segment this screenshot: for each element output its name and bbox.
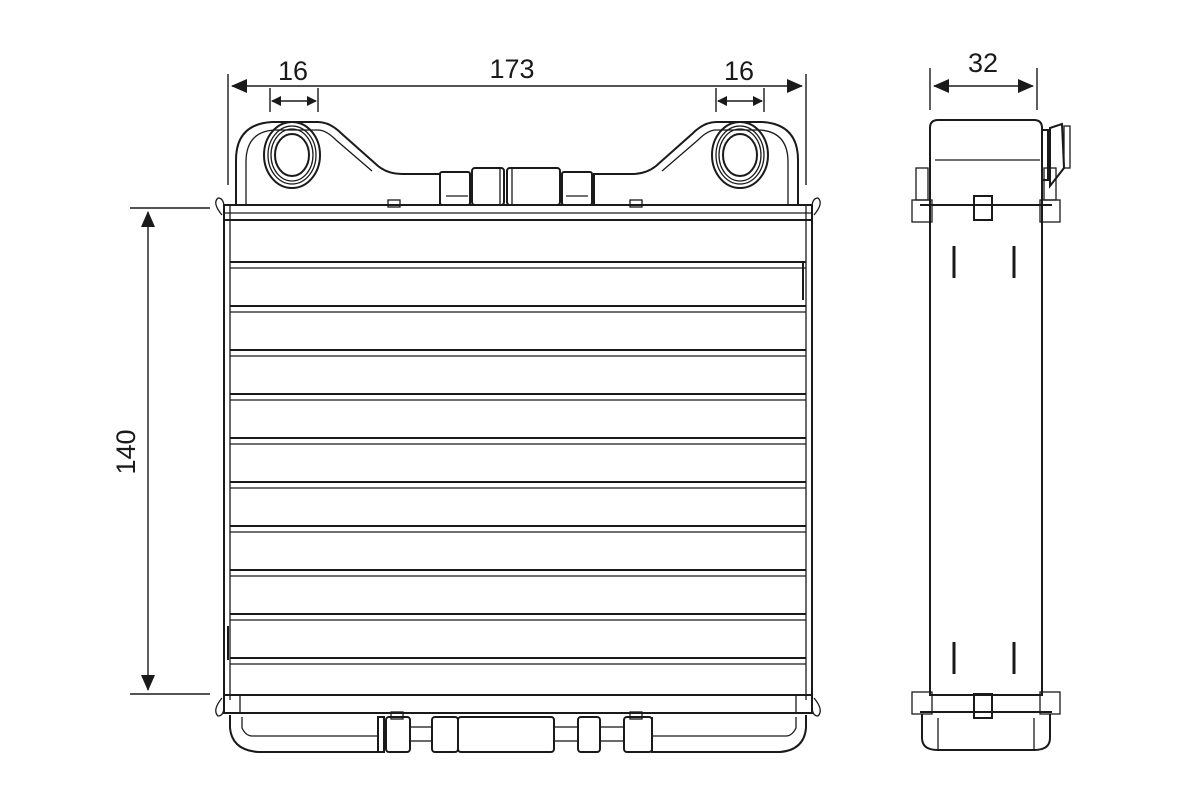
bottom-tank xyxy=(229,711,807,753)
dimension-depth: 32 xyxy=(929,48,1038,110)
dim-label-16-right: 16 xyxy=(724,56,754,86)
core xyxy=(215,197,821,717)
dim-label-173: 173 xyxy=(489,54,534,84)
dim-label-140: 140 xyxy=(111,429,141,474)
front-view xyxy=(215,121,821,753)
left-port xyxy=(263,121,321,189)
dimension-overall-width: 173 xyxy=(227,54,807,185)
side-view xyxy=(911,119,1071,751)
dimension-right-port: 16 xyxy=(715,56,765,112)
core-fins xyxy=(230,261,806,665)
dim-label-16-left: 16 xyxy=(278,56,308,86)
dim-label-32: 32 xyxy=(968,48,998,78)
right-port xyxy=(711,121,769,189)
dimension-left-port: 16 xyxy=(269,56,319,112)
dimension-core-height: 140 xyxy=(111,207,210,695)
